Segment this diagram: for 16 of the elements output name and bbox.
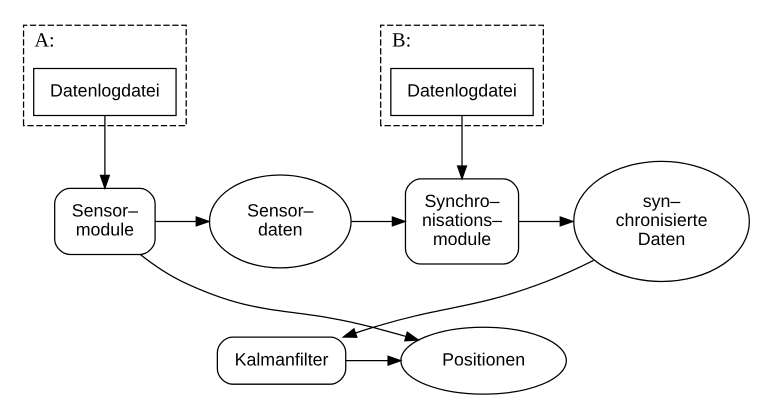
node-box: Synchro– nisations– module <box>404 178 520 264</box>
arrow <box>456 115 468 180</box>
node-box: Sensor– module <box>54 187 156 255</box>
node-ellipse: syn– chronisierte Daten <box>573 160 750 282</box>
arrow <box>140 254 420 341</box>
node-ellipse: Sensor– daten <box>208 174 352 268</box>
node-box: Datenlogdatei <box>390 67 534 116</box>
node-box: Kalmanfilter <box>216 336 346 384</box>
node-box: Datenlogdatei <box>33 67 177 116</box>
arrow <box>518 216 575 226</box>
arrow <box>155 216 211 226</box>
arrow <box>346 354 403 366</box>
arrow <box>100 115 110 190</box>
arrow <box>342 259 594 338</box>
arrow <box>352 216 408 226</box>
node-ellipse: Positionen <box>400 326 567 394</box>
